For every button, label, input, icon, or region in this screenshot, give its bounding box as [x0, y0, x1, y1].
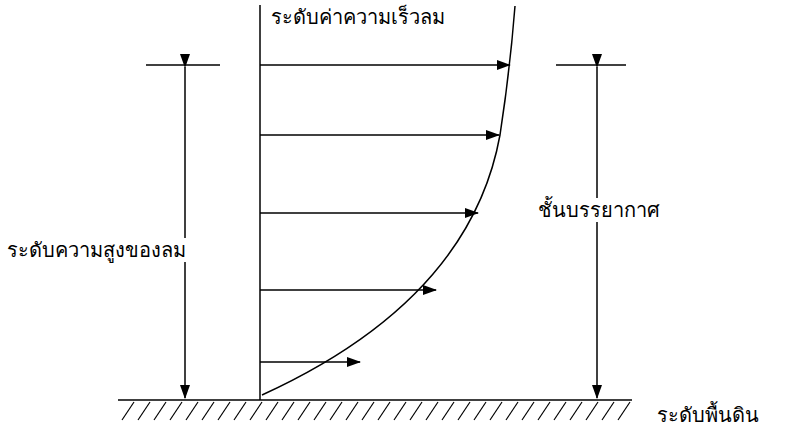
hatch-stroke — [298, 402, 310, 420]
hatch-stroke — [362, 402, 374, 420]
hatch-stroke — [234, 402, 246, 420]
hatch-stroke — [506, 402, 518, 420]
axis-title: ระดับค่าความเร็วลม — [268, 5, 448, 29]
dimension-label: ระดับความสูงของลม — [4, 238, 189, 262]
hatch-stroke — [202, 402, 214, 420]
ground-label: ระดับพื้นดิน — [654, 403, 762, 427]
hatch-stroke — [394, 402, 406, 420]
dimension-label: ชั้นบรรยากาศ — [535, 198, 663, 222]
hatch-stroke — [330, 402, 342, 420]
hatch-stroke — [474, 402, 486, 420]
hatch-stroke — [138, 402, 150, 420]
velocity-arrow — [260, 361, 360, 363]
hatch-stroke — [586, 402, 598, 420]
hatch-stroke — [250, 402, 262, 420]
ground-hatching — [122, 402, 630, 420]
hatch-stroke — [458, 402, 470, 420]
dimension-arrow — [184, 67, 186, 398]
hatch-stroke — [570, 402, 582, 420]
hatch-stroke — [378, 402, 390, 420]
ground-line — [118, 399, 632, 401]
hatch-stroke — [346, 402, 358, 420]
hatch-stroke — [538, 402, 550, 420]
velocity-arrow — [260, 64, 510, 66]
hatch-stroke — [154, 402, 166, 420]
hatch-stroke — [186, 402, 198, 420]
hatch-stroke — [282, 402, 294, 420]
velocity-arrow — [260, 134, 499, 136]
hatch-stroke — [602, 402, 614, 420]
hatch-stroke — [490, 402, 502, 420]
hatch-stroke — [122, 402, 134, 420]
hatch-stroke — [554, 402, 566, 420]
hatch-stroke — [426, 402, 438, 420]
dimension-tick — [556, 64, 626, 66]
velocity-arrow — [260, 289, 436, 291]
hatch-stroke — [266, 402, 278, 420]
hatch-stroke — [410, 402, 422, 420]
hatch-stroke — [442, 402, 454, 420]
dimension-arrow — [596, 67, 598, 398]
velocity-arrow — [260, 212, 478, 214]
hatch-stroke — [314, 402, 326, 420]
dimension-tick — [146, 64, 220, 66]
hatch-stroke — [218, 402, 230, 420]
hatch-stroke — [618, 402, 630, 420]
hatch-stroke — [522, 402, 534, 420]
hatch-stroke — [170, 402, 182, 420]
